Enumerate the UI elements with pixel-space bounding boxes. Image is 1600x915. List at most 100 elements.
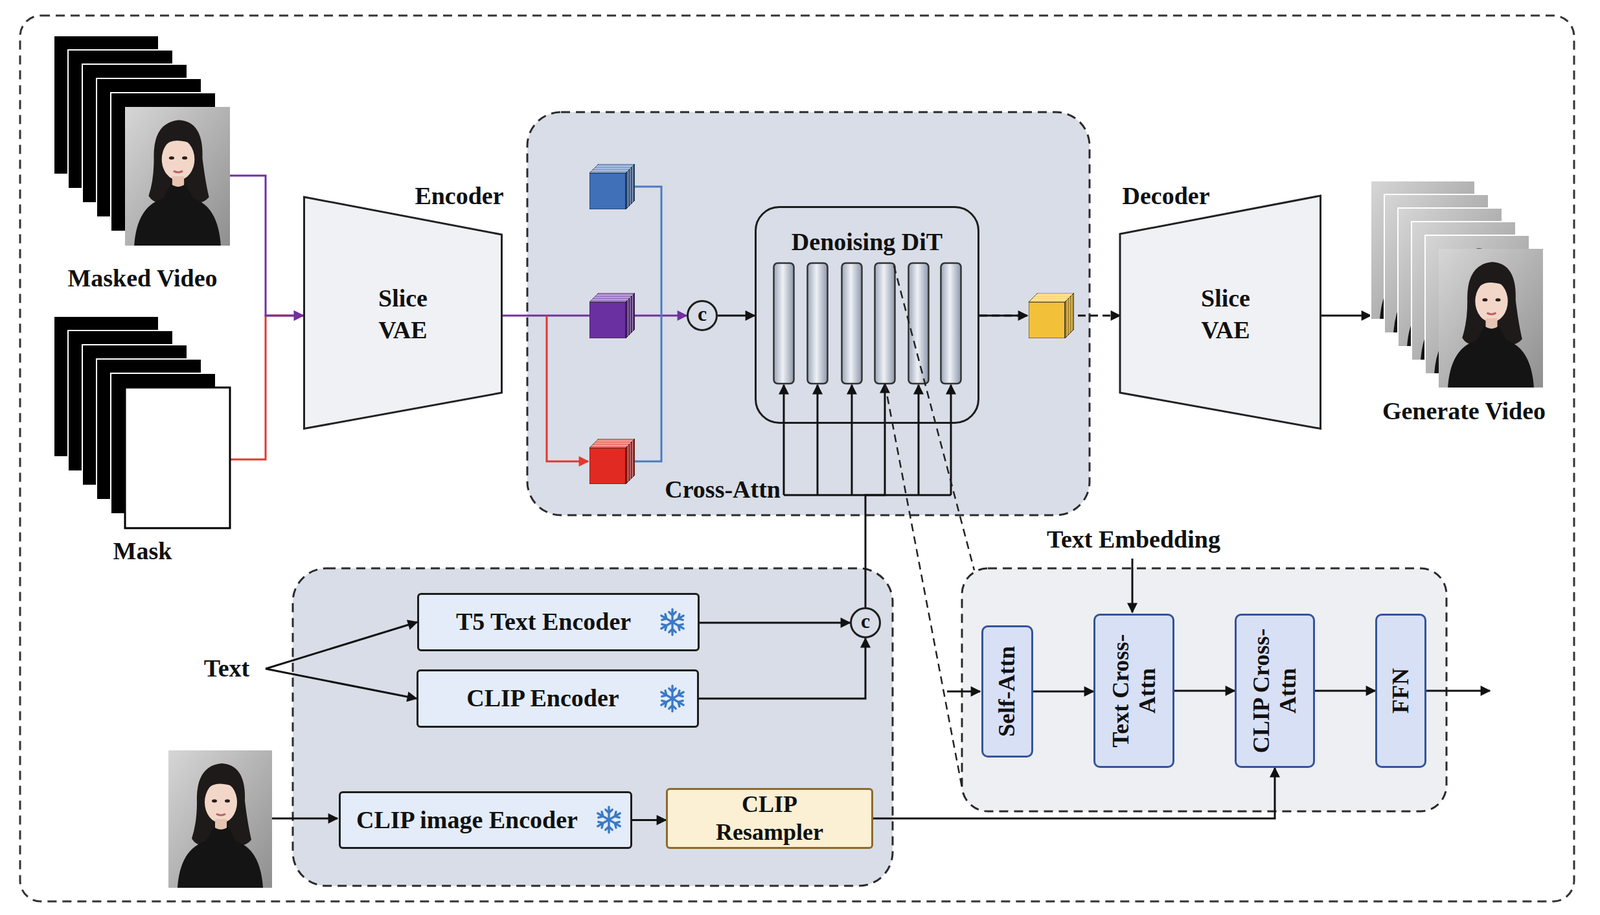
mask-stack: Mask xyxy=(45,316,240,569)
mask-frame xyxy=(53,316,159,457)
output-arrow xyxy=(979,314,1028,317)
denoising-panel xyxy=(527,112,1090,515)
node-label: CLIP Cross-Attn xyxy=(1248,620,1303,761)
frame-edge xyxy=(1411,221,1516,361)
masked-video-stack: Masked Video xyxy=(45,35,240,295)
frozen-icon xyxy=(595,806,622,833)
annotation-label: Text Embedding xyxy=(1017,524,1251,555)
node-label: Mask xyxy=(45,535,240,568)
node-label: Denoising DiT xyxy=(756,226,978,259)
clip-resampler-box: CLIP Resampler xyxy=(665,787,874,849)
mask-frame xyxy=(82,344,188,486)
ffn-block: FFN xyxy=(1375,613,1427,768)
zoom-line xyxy=(884,383,962,788)
connector-arrow xyxy=(502,314,687,317)
outer-frame xyxy=(20,15,1575,902)
node-label: Generate Video xyxy=(1366,395,1562,428)
connector-arrow xyxy=(1033,690,1094,693)
masked-video-frames xyxy=(53,35,230,246)
connector-arrow xyxy=(229,315,304,460)
self-attn-block: Self-Attn xyxy=(981,625,1034,758)
mask-frame xyxy=(96,358,202,500)
clip-cross-attn-block: CLIP Cross-Attn xyxy=(1234,613,1315,768)
zoom-line xyxy=(893,265,975,571)
generated-video-stack: Generate Video xyxy=(1366,178,1562,428)
cross-attn-fan xyxy=(783,384,951,495)
dit-block xyxy=(908,262,929,384)
video-frame-photo xyxy=(1425,235,1530,374)
node-label: T5 Text Encoder xyxy=(430,594,657,650)
connector-arrow xyxy=(1321,314,1371,317)
fan-arrow xyxy=(851,384,854,495)
video-frame-photo xyxy=(1384,194,1489,333)
output-latent-cube xyxy=(1028,292,1075,339)
block-input-arrow xyxy=(947,690,981,693)
mask-frame xyxy=(110,373,216,514)
node-label: Text Cross-Attn xyxy=(1107,620,1161,761)
node-label: Slice VAE xyxy=(360,278,446,350)
concat-circle: c xyxy=(849,606,881,639)
concat-circle: c xyxy=(686,299,718,332)
fan-arrow xyxy=(917,384,920,495)
video-frame xyxy=(96,78,202,218)
node-label: CLIP image Encoder xyxy=(343,792,591,847)
node-label: CLIP Resampler xyxy=(698,789,841,847)
text-cross-attn-block: Text Cross-Attn xyxy=(1093,613,1175,768)
frame-edge xyxy=(1425,235,1530,374)
video-frame-photo xyxy=(1438,248,1543,388)
text-embedding-arrow xyxy=(1131,558,1134,613)
connector-arrow xyxy=(698,638,866,699)
mask-frame-white xyxy=(125,387,230,528)
connector-arrow xyxy=(873,767,1275,819)
trapezoid-shape xyxy=(304,196,503,429)
video-frame xyxy=(53,35,159,175)
video-frame-photo xyxy=(1397,207,1503,347)
node-label: Self-Attn xyxy=(993,632,1021,751)
edge-label: Cross-Attn xyxy=(644,474,781,505)
fan-arrow xyxy=(816,384,819,495)
connector-arrow xyxy=(979,314,1120,317)
mask-latent-wire xyxy=(546,315,589,462)
generated-video-frames xyxy=(1370,180,1543,388)
fan-arrow xyxy=(950,384,953,495)
clip-encoder-box: CLIP Encoder xyxy=(416,669,699,728)
portrait-photo xyxy=(125,106,230,246)
t5-encoder-box: T5 Text Encoder xyxy=(417,592,700,652)
video-frame-photo xyxy=(1370,180,1475,320)
frame-edge xyxy=(1397,207,1503,347)
encoder-panel xyxy=(292,568,893,886)
fan-arrow xyxy=(783,384,786,495)
block-output-arrow xyxy=(1426,689,1490,692)
connector-arrow xyxy=(1174,689,1235,692)
vae-decoder: DecoderSlice VAE xyxy=(1110,181,1326,430)
denoising-dit: Denoising DiT xyxy=(754,205,980,424)
frozen-icon xyxy=(659,608,686,635)
mask-frame xyxy=(68,330,173,471)
dit-block xyxy=(941,262,962,384)
connector-arrow xyxy=(265,668,417,699)
node-label: Slice VAE xyxy=(1183,278,1268,350)
latent-join-wire xyxy=(634,186,662,462)
connector-arrow xyxy=(265,621,418,669)
video-latent-cube xyxy=(589,292,635,339)
node-label: CLIP Encoder xyxy=(429,671,657,726)
clip-image-encoder-box: CLIP image Encoder xyxy=(338,790,633,849)
vae-encoder: EncoderSlice VAE xyxy=(303,181,519,430)
image-input-arrow xyxy=(272,817,338,820)
connector-arrow xyxy=(1314,689,1376,692)
node-label: Masked Video xyxy=(45,262,240,295)
node-label: c xyxy=(851,606,880,635)
video-frame xyxy=(82,64,188,203)
connector-arrow xyxy=(717,314,755,317)
dit-block xyxy=(875,262,896,384)
fan-bus xyxy=(783,494,951,497)
reference-photo xyxy=(168,750,273,888)
video-frame-photo xyxy=(1411,221,1516,361)
mask-frames xyxy=(53,316,230,528)
connector-arrow xyxy=(865,383,885,607)
